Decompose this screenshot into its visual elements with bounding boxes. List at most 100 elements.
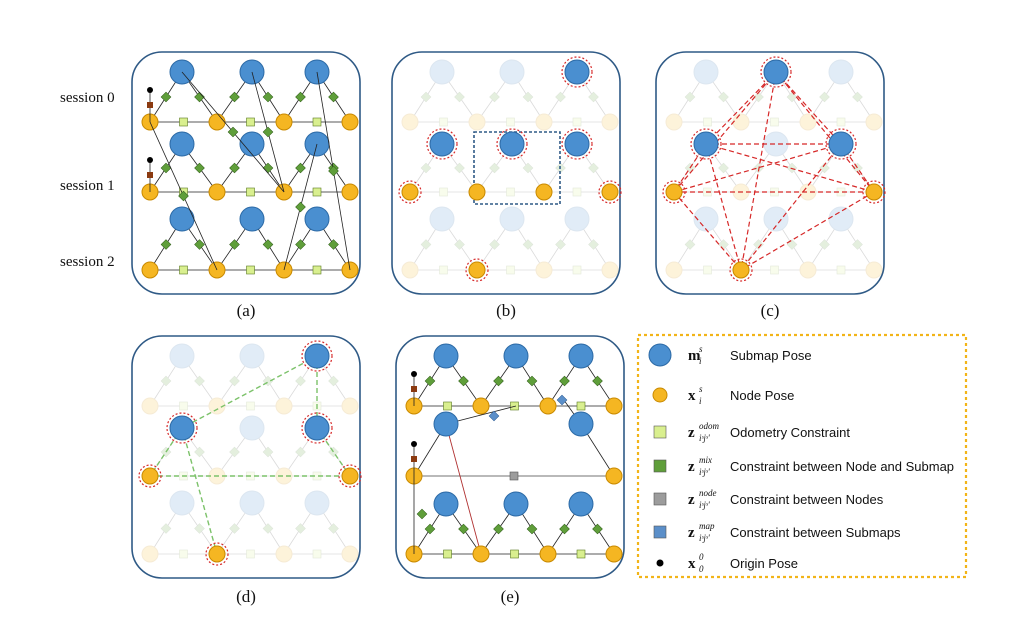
submap-node-edge xyxy=(216,427,253,477)
submap-pose-node xyxy=(429,131,455,157)
odometry-constraint-marker xyxy=(179,265,188,275)
node-pose-node xyxy=(141,397,159,415)
mix-constraint-marker xyxy=(262,91,274,103)
candidate-loop-edge xyxy=(705,143,875,193)
origin-constraint-marker xyxy=(147,102,153,108)
mix-constraint-marker xyxy=(555,91,566,103)
odometry-constraint-marker xyxy=(439,265,448,275)
submap-pose-node xyxy=(564,59,590,85)
origin-constraint-marker xyxy=(147,172,153,178)
submap-node-edge xyxy=(441,71,478,123)
panel-c-caption: (c) xyxy=(761,301,780,320)
row-label-session-2: session 2 xyxy=(60,254,115,270)
node-pose-node xyxy=(601,183,619,201)
node-constraint-icon xyxy=(653,492,667,506)
node-constraint-marker xyxy=(509,471,519,481)
submap-pose-node xyxy=(693,206,719,232)
panel-d-graph xyxy=(138,340,362,566)
selected-ring xyxy=(862,180,886,204)
selected-ring xyxy=(561,56,593,88)
row-labels: session 0 session 1 session 2 xyxy=(60,90,115,270)
legend-symbol: x xyxy=(688,388,696,404)
submap-pose-node xyxy=(239,206,265,232)
origin-constraint-marker xyxy=(411,386,417,392)
node-pose-node xyxy=(732,113,750,131)
selected-ring xyxy=(301,340,333,372)
legend-label: Origin Pose xyxy=(730,556,798,571)
submap-node-edge xyxy=(673,71,707,123)
mix-constraint-marker xyxy=(194,375,205,387)
mix-constraint-marker xyxy=(588,91,599,103)
submap-pose-node xyxy=(499,59,525,85)
submap-pose-node xyxy=(568,343,594,369)
selected-ring xyxy=(561,128,593,160)
node-pose-node xyxy=(605,545,623,563)
odometry-constraint-marker xyxy=(439,187,448,197)
legend-symbol: z xyxy=(688,425,695,441)
submap-node-edge xyxy=(409,218,443,271)
submap-node-edge xyxy=(576,218,611,271)
node-pose-node xyxy=(275,397,293,415)
odometry-constraint-marker xyxy=(506,117,515,127)
mix-constraint-marker xyxy=(295,446,306,458)
submap-node-edge xyxy=(476,218,513,271)
legend-label: Constraint between Nodes xyxy=(730,492,884,507)
odometry-constraint-marker xyxy=(510,549,519,559)
mix-constraint-marker xyxy=(295,523,306,534)
panel-e-box xyxy=(395,335,625,579)
candidate-loop-edge xyxy=(705,143,742,271)
node-pose-node xyxy=(275,467,293,485)
mix-constraint-marker xyxy=(684,239,696,250)
mix-constraint-marker xyxy=(194,446,205,458)
legend-symbol: z xyxy=(688,492,695,508)
mix-constraint-marker xyxy=(262,446,274,458)
node-pose-node xyxy=(401,183,419,201)
legend-label: Node Pose xyxy=(730,388,794,403)
node-pose-node xyxy=(799,261,817,279)
legend-superscript: s xyxy=(699,384,703,394)
selected-ring xyxy=(138,464,162,488)
odometry-constraint-marker xyxy=(836,265,846,275)
odometry-constraint-marker xyxy=(572,187,582,197)
odometry-constraint-marker xyxy=(572,117,582,127)
mix-constraint-marker xyxy=(852,239,863,250)
mix-constraint-marker xyxy=(592,523,603,535)
submap-node-edge xyxy=(543,218,578,271)
odometry-constraint-marker xyxy=(246,265,255,275)
legend-label: Constraint between Node and Submap xyxy=(730,459,954,474)
submap-pose-icon xyxy=(648,343,672,367)
mix-constraint-marker xyxy=(588,162,599,174)
mix-constraint-marker xyxy=(454,162,465,174)
odometry-constraint-marker xyxy=(443,549,452,559)
node-pose-node xyxy=(539,397,557,415)
node-pose-node xyxy=(535,261,553,279)
panel-d: (d) xyxy=(131,335,362,606)
node-pose-node xyxy=(472,545,490,563)
mix-constraint-marker xyxy=(160,375,172,387)
panel-e: (e) xyxy=(395,335,625,606)
legend-symbol: m xyxy=(688,348,701,364)
node-pose-node xyxy=(539,545,557,563)
node-pose-node xyxy=(665,113,683,131)
mix-constraint-marker xyxy=(424,523,436,535)
candidate-loop-edge xyxy=(740,143,842,271)
submap-pose-node xyxy=(828,131,854,157)
origin-pose-dot xyxy=(147,87,153,93)
submap-node-edge xyxy=(181,355,218,407)
origin-pose-icon xyxy=(656,559,664,567)
panel-a-graph xyxy=(141,59,359,279)
submap-node-edge xyxy=(476,71,513,123)
panel-b-caption: (b) xyxy=(496,301,516,320)
odometry-constraint-marker xyxy=(576,401,586,411)
node-pose-node xyxy=(865,183,883,201)
mix-constraint-marker xyxy=(489,162,500,174)
submap-node-edge xyxy=(181,502,218,555)
odometry-constraint-marker xyxy=(246,549,255,559)
submap-node-edge xyxy=(840,71,875,123)
